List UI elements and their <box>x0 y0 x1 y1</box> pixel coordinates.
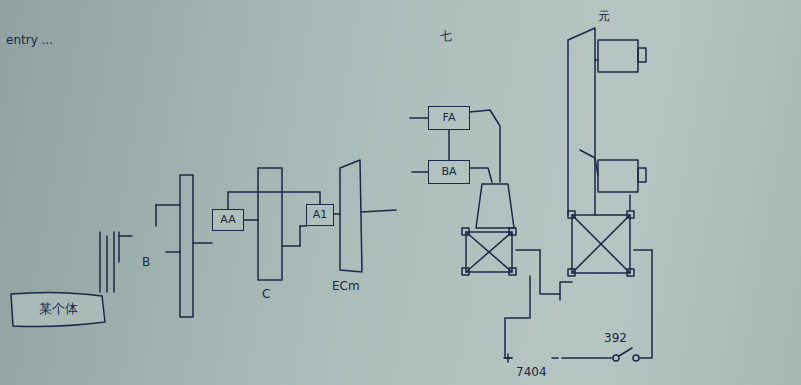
node-text: 某个体 <box>39 302 78 316</box>
sketch-label: entry ... <box>6 34 53 47</box>
wire-connector <box>448 130 450 160</box>
block-box: BA <box>428 160 470 184</box>
band-outline-path <box>11 292 105 326</box>
node-text: BA <box>441 166 456 178</box>
sketch-label: ECm <box>332 280 360 293</box>
body-band: 某个体 <box>10 290 106 328</box>
sketch-label: B <box>142 256 150 269</box>
block-box: FA <box>428 106 470 130</box>
sketch-label: 7404 <box>516 366 547 379</box>
sketch-label: C <box>262 288 270 301</box>
sketch-label: 七 <box>440 30 452 43</box>
block-box: A1 <box>306 204 334 226</box>
block-box: AA <box>212 209 244 231</box>
node-text: A1 <box>313 209 328 221</box>
node-text: AA <box>220 214 235 226</box>
sketch-label: 元 <box>598 10 610 23</box>
node-text: FA <box>443 112 456 124</box>
sketch-label: 392 <box>604 332 627 345</box>
